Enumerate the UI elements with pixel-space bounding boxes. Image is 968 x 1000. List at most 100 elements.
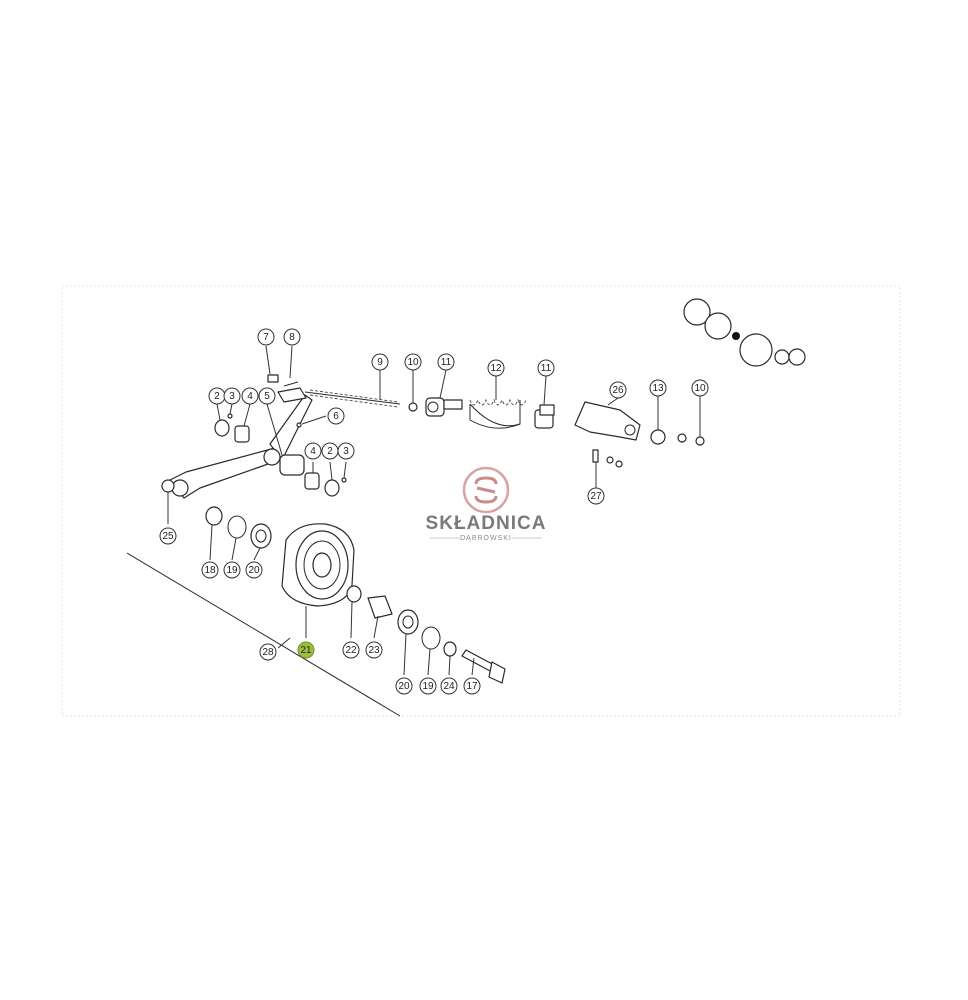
bolt-27-group [592, 449, 623, 468]
callout-label: 3 [343, 446, 349, 457]
callout-label: 23 [368, 645, 380, 656]
callout-bubble [201, 561, 219, 579]
callout-10: 10 [404, 353, 422, 371]
pin-7 [267, 374, 279, 383]
callout-17: 17 [463, 677, 481, 695]
callout-bubble [365, 641, 383, 659]
logo-brand: SKŁADNICA [426, 513, 547, 534]
callout-2: 2 [321, 442, 339, 460]
callout-bubble [463, 677, 481, 695]
callout-label: 2 [214, 391, 220, 402]
nut-10-right-b [695, 436, 705, 446]
spring-cap-11-right [534, 404, 555, 429]
callout-22: 22 [342, 641, 360, 659]
callout-bubble [304, 442, 322, 460]
bearing-4-right [304, 472, 320, 490]
pulley-21 [281, 523, 355, 607]
callout-label: 26 [612, 385, 624, 396]
leader-lines [167, 345, 701, 676]
callout-2: 2 [208, 387, 226, 405]
tensioner-arm [169, 387, 313, 499]
nut-10-left [408, 402, 418, 412]
logo-ring [462, 466, 510, 514]
callout-21: 21 [297, 641, 315, 659]
callout-13: 13 [649, 379, 667, 397]
washer-18 [205, 506, 223, 526]
cotter-8 [283, 381, 299, 387]
callout-bubble [487, 359, 505, 377]
callout-label: 10 [694, 383, 706, 394]
callout-bubble [337, 442, 355, 460]
callout-label: 6 [333, 411, 339, 422]
callout-bubble [419, 677, 437, 695]
washer-13 [650, 429, 666, 445]
threaded-rod [304, 389, 401, 408]
callout-bubble [371, 353, 389, 371]
callout-label: 4 [247, 391, 253, 402]
callout-bubble [223, 561, 241, 579]
callout-label: 10 [407, 357, 419, 368]
callout-bubble [440, 677, 458, 695]
grease-nipple-6 [296, 422, 302, 428]
callout-bubble [245, 561, 263, 579]
circlip-19-left [227, 515, 247, 539]
logo-subtitle: DĄBROWSKI [460, 535, 512, 542]
callout-label: 25 [162, 531, 174, 542]
callout-3: 3 [223, 387, 241, 405]
sleeve-23 [367, 595, 393, 619]
callout-24: 24 [440, 677, 458, 695]
callout-label: 9 [377, 357, 383, 368]
callout-label: 7 [263, 332, 269, 343]
callout-bubble [437, 353, 455, 371]
callout-bubble [159, 527, 177, 545]
callout-label: 8 [289, 332, 295, 343]
callout-bubble [404, 353, 422, 371]
callout-5: 5 [258, 387, 276, 405]
callout-bubble [257, 328, 275, 346]
circlip-19-right [421, 626, 441, 650]
callout-bubble [691, 379, 709, 397]
callout-7: 7 [257, 328, 275, 346]
sleeve-5 [279, 454, 305, 476]
callout-label: 28 [262, 647, 274, 658]
callout-label: 11 [441, 357, 452, 368]
callout-label: 4 [310, 446, 316, 457]
bearing-20-left [250, 523, 272, 549]
nut-25 [161, 479, 175, 493]
callout-label: 20 [398, 681, 410, 692]
callout-label: 17 [466, 681, 478, 692]
callout-3: 3 [337, 442, 355, 460]
callout-10: 10 [691, 379, 709, 397]
callout-label: 3 [229, 391, 235, 402]
callout-bubble [342, 641, 360, 659]
callout-20: 20 [245, 561, 263, 579]
callout-label: 2 [327, 446, 333, 457]
watermark-logo: SKŁADNICA DĄBROWSKI [426, 466, 547, 542]
callout-label: 11 [541, 363, 552, 374]
callout-8: 8 [283, 328, 301, 346]
callout-label: 22 [345, 645, 357, 656]
callout-bubble [395, 677, 413, 695]
callout-bubble [609, 381, 627, 399]
callout-bubble [258, 387, 276, 405]
locator-sketch [683, 298, 806, 367]
bearing-20-right [397, 609, 419, 635]
callout-bubble [297, 641, 315, 659]
bearing-4-left [234, 425, 250, 443]
callout-28: 28 [259, 643, 277, 661]
callout-label: 18 [204, 565, 216, 576]
callout-label: 12 [490, 363, 502, 374]
callout-bubble [223, 387, 241, 405]
callout-11: 11 [537, 359, 555, 377]
callout-12: 12 [487, 359, 505, 377]
callout-19: 19 [419, 677, 437, 695]
sheet-frame [61, 285, 901, 717]
callout-bubble [649, 379, 667, 397]
callout-23: 23 [365, 641, 383, 659]
callout-bubble [537, 359, 555, 377]
callout-label: 21 [300, 645, 312, 656]
spring-cap-11-left [425, 397, 463, 417]
nut-10-right-a [677, 433, 687, 443]
